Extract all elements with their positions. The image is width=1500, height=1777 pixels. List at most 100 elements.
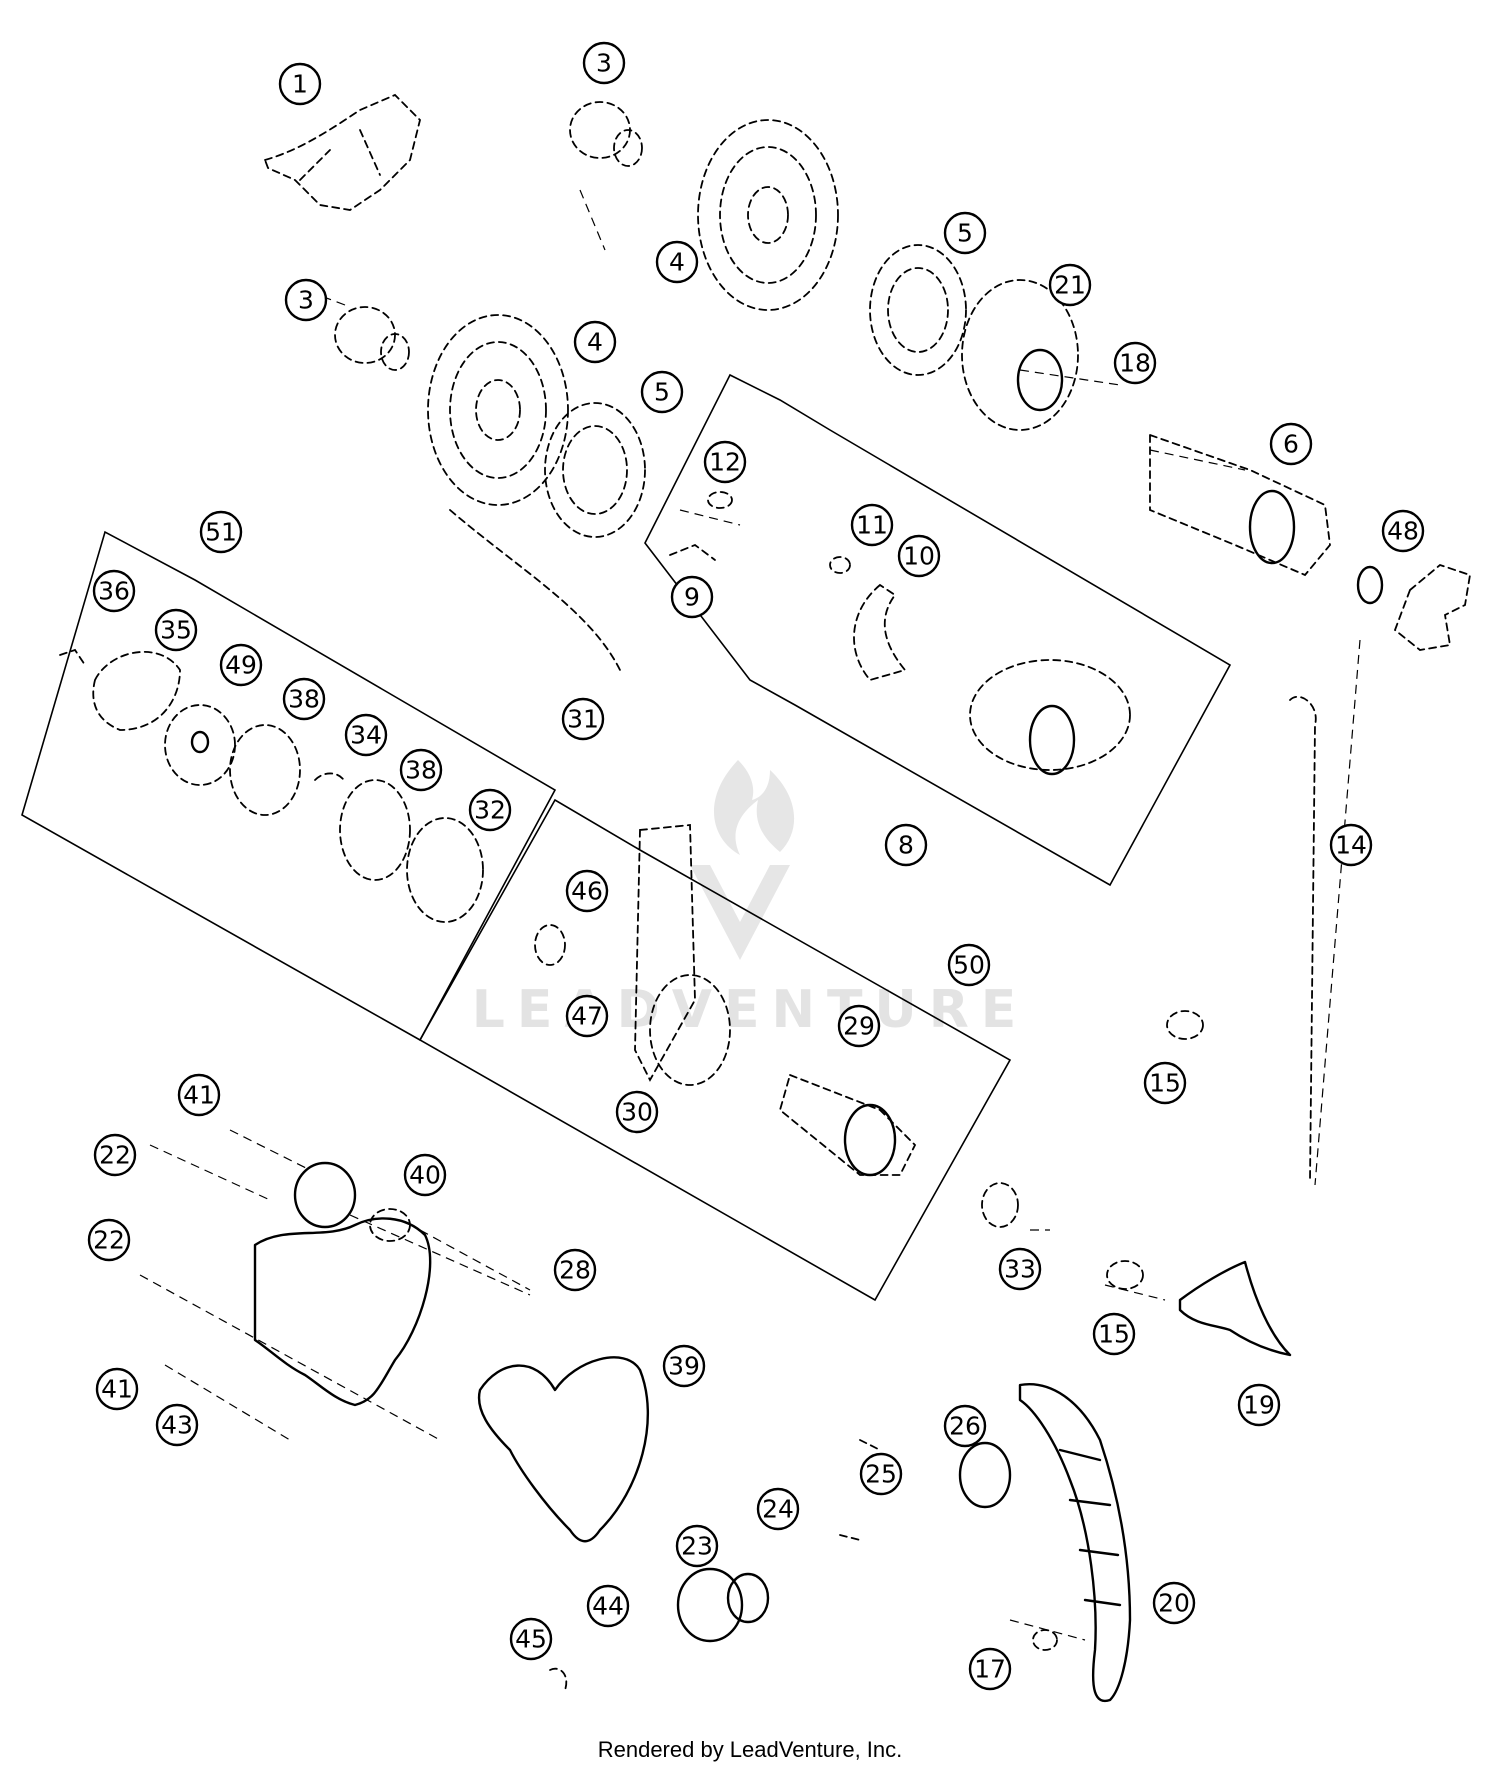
callout-45: 45 [509,1617,553,1661]
callout-38-a: 38 [282,677,326,721]
part-45-clip [549,1667,568,1691]
callout-32: 32 [468,788,512,832]
kit-box-50 [418,798,1012,1302]
callout-35: 35 [154,608,198,652]
part-40-pump-cover [253,1217,432,1407]
callout-39: 39 [662,1344,706,1388]
svg-text:5: 5 [654,378,670,407]
flame-v-logo-icon [690,760,795,960]
svg-text:20: 20 [1158,1589,1190,1618]
svg-text:12: 12 [709,448,741,477]
svg-text:9: 9 [684,583,700,612]
svg-text:32: 32 [474,796,506,825]
part-46-ring [534,924,566,966]
svg-text:26: 26 [949,1412,981,1441]
part-5-bearing-upper [869,244,967,376]
part-11-pin [829,556,851,574]
kit-box-8 [644,373,1232,887]
part-38-seal-1 [229,724,301,816]
svg-text:24: 24 [762,1495,794,1524]
leader-lines [139,189,1361,1641]
svg-text:45: 45 [515,1625,547,1654]
callout-8: 8 [884,823,928,867]
part-9-clip [669,543,716,561]
callout-33: 33 [998,1247,1042,1291]
footer-credit: Rendered by LeadVenture, Inc. [597,1737,903,1762]
callout-3-lower: 3 [284,278,328,322]
svg-text:25: 25 [865,1460,897,1489]
callout-51: 51 [199,510,243,554]
svg-text:33: 33 [1004,1255,1036,1284]
part-3-bearing-lower [334,306,396,364]
svg-text:3: 3 [298,286,314,315]
callout-24: 24 [756,1487,800,1531]
svg-text:8: 8 [898,831,914,860]
part-22-cap [293,1161,357,1229]
callout-22-upper: 22 [93,1133,137,1177]
svg-text:14: 14 [1335,831,1367,860]
callout-22-lower: 22 [87,1218,131,1262]
svg-text:31: 31 [567,705,599,734]
svg-text:3: 3 [596,49,612,78]
svg-text:15: 15 [1098,1320,1130,1349]
callout-5-upper: 5 [943,211,987,255]
callout-20: 20 [1152,1581,1196,1625]
callout-5-lower: 5 [640,370,684,414]
svg-text:38: 38 [288,685,320,714]
callout-26: 26 [943,1404,987,1448]
svg-text:44: 44 [592,1592,624,1621]
watermark-text: LEADVENTURE [472,980,1029,1040]
part-1-bracket [263,93,421,211]
callout-19: 19 [1237,1383,1281,1427]
part-5-bearing-lower [544,402,646,538]
part-48-fitting [1393,563,1472,651]
svg-text:10: 10 [903,542,935,571]
kit-box-51 [21,530,557,1042]
callout-6: 6 [1269,422,1313,466]
part-32-bearing [406,817,484,923]
svg-text:50: 50 [953,951,985,980]
svg-text:35: 35 [160,616,192,645]
part-6-shaft [1149,433,1331,577]
svg-text:22: 22 [99,1141,131,1170]
part-35-impeller [92,651,181,731]
part-3-bearing-upper [569,101,631,159]
callout-31: 31 [561,697,605,741]
svg-text:4: 4 [669,248,685,277]
callout-44: 44 [586,1584,630,1628]
svg-text:28: 28 [559,1256,591,1285]
part-15-bolt-upper [1166,1010,1204,1040]
part-19-shift-fork [1178,1260,1292,1357]
callout-30: 30 [615,1090,659,1134]
callout-9: 9 [670,575,714,619]
callout-48: 48 [1381,509,1425,553]
callout-18: 18 [1113,341,1157,385]
part-15-bolt-lower [1106,1260,1144,1290]
part-33-ring [981,1182,1019,1228]
svg-text:49: 49 [225,651,257,680]
part-31-chain-guide [449,509,621,671]
callout-40: 40 [403,1153,447,1197]
part-39-gasket [477,1356,650,1543]
callout-4-upper: 4 [655,240,699,284]
svg-text:36: 36 [98,577,130,606]
svg-text:40: 40 [409,1161,441,1190]
callout-49: 49 [219,643,263,687]
svg-text:19: 19 [1243,1391,1275,1420]
svg-text:23: 23 [681,1532,713,1561]
part-30-sprocket [649,974,731,1086]
callout-12: 12 [703,440,747,484]
callout-17: 17 [968,1647,1012,1691]
part-38-seal-2 [339,779,411,881]
part-17-bolt [1032,1629,1058,1651]
callout-23: 23 [675,1524,719,1568]
callout-1: 1 [278,62,322,106]
part-14-rod [1289,695,1317,1181]
callout-46: 46 [565,869,609,913]
callout-25: 25 [859,1452,903,1496]
svg-text:46: 46 [571,877,603,906]
callout-28: 28 [553,1248,597,1292]
callout-15-upper: 15 [1143,1061,1187,1105]
svg-text:39: 39 [668,1352,700,1381]
